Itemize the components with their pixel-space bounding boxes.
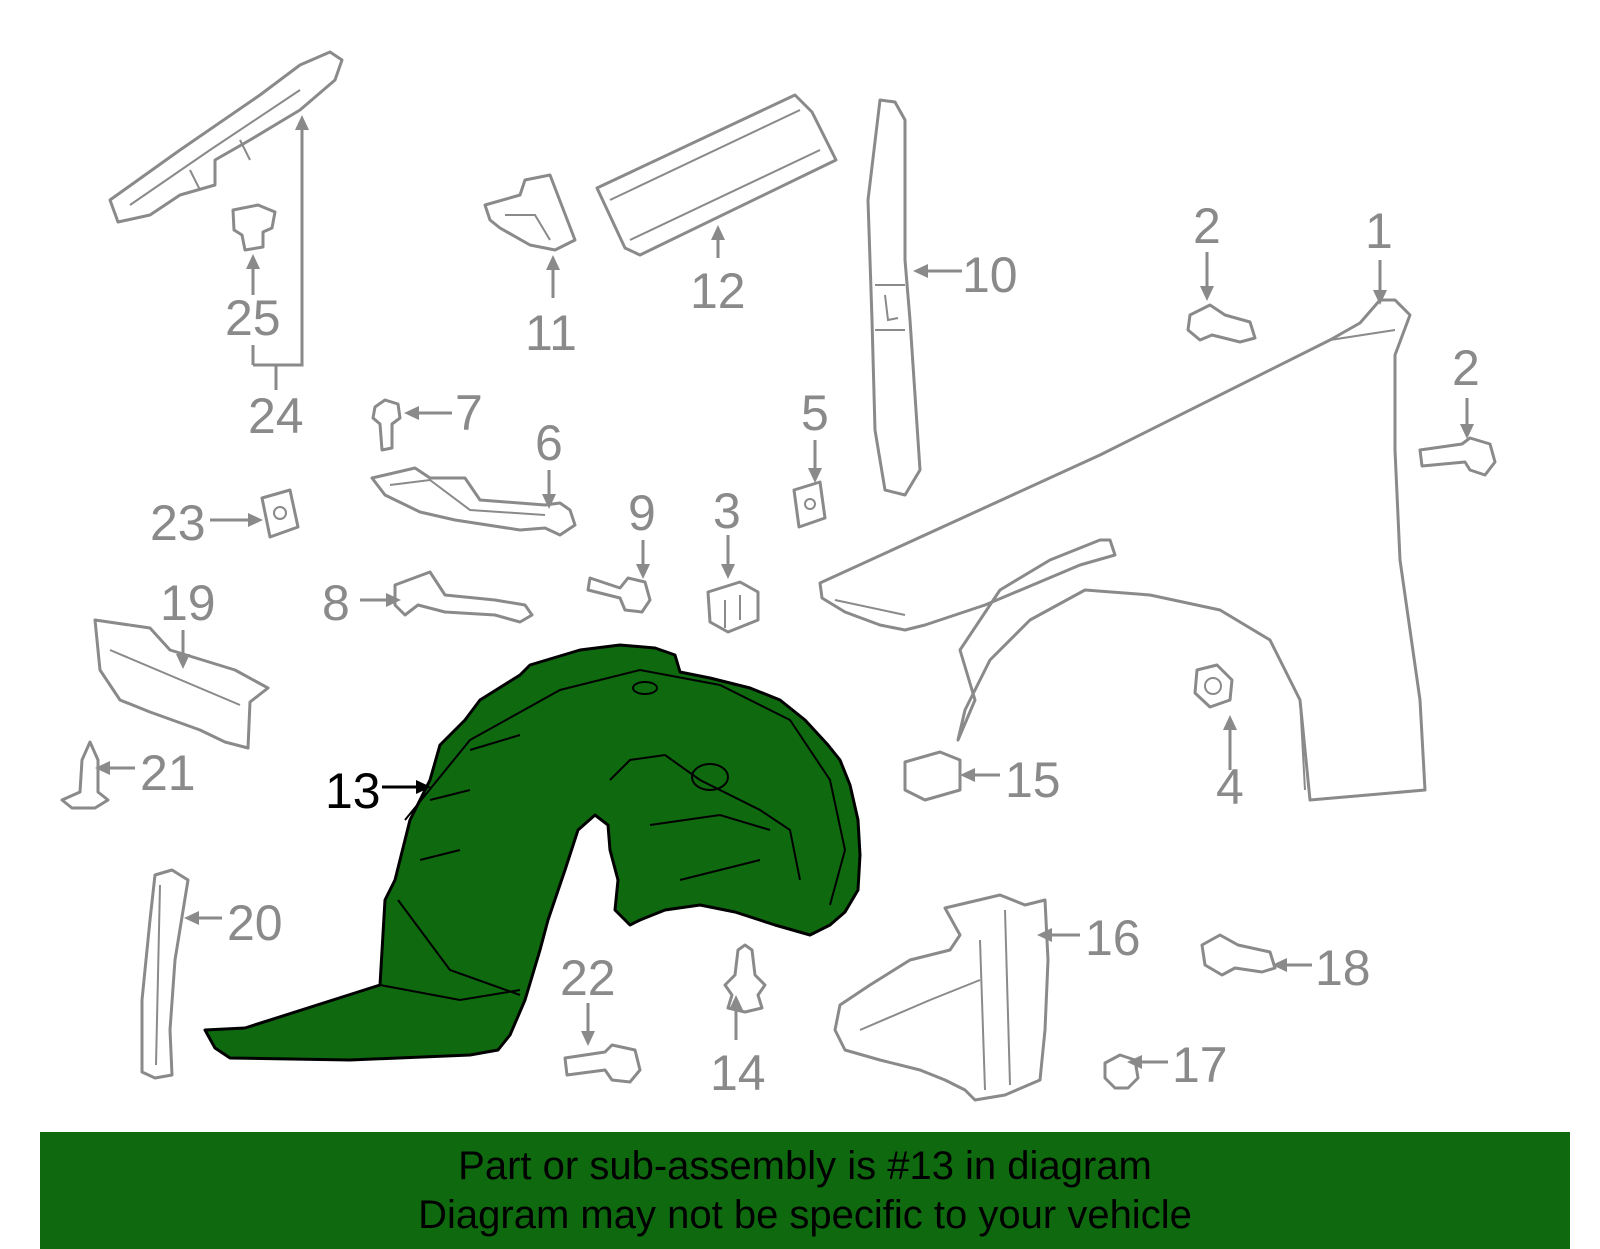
callout-9: 9 — [628, 485, 656, 541]
part-8-bracket — [393, 570, 534, 624]
callout-25: 25 — [225, 290, 281, 346]
part-15-clip — [903, 750, 962, 802]
part-24-rail — [108, 50, 344, 224]
part-22-bolt — [563, 1043, 642, 1084]
callout-7: 7 — [455, 385, 483, 441]
callout-18: 18 — [1315, 940, 1371, 996]
part-23-nut-plate — [260, 488, 300, 539]
banner-line-2: Diagram may not be specific to your vehi… — [418, 1192, 1192, 1237]
part-16-splash-shield — [833, 893, 1050, 1102]
callout-23: 23 — [150, 495, 206, 551]
callout-3: 3 — [713, 483, 741, 539]
callout-2-right: 2 — [1452, 340, 1480, 396]
part-11-bracket — [483, 173, 577, 252]
part-1-fender — [818, 298, 1427, 802]
callout-15: 15 — [1005, 752, 1061, 808]
callout-19: 19 — [160, 575, 216, 631]
callout-16: 16 — [1085, 910, 1141, 966]
part-2-bolt-right — [1418, 436, 1497, 477]
callout-10: 10 — [962, 247, 1018, 303]
leader-13 — [382, 780, 431, 794]
part-21-push-pin — [60, 740, 110, 810]
callout-4: 4 — [1216, 759, 1244, 815]
part-7-bolt — [371, 398, 402, 452]
callout-8: 8 — [322, 575, 350, 631]
callout-12: 12 — [690, 263, 746, 319]
part-19-bumper-bracket — [93, 618, 270, 750]
part-4-nut — [1193, 663, 1234, 709]
callout-17: 17 — [1172, 1037, 1228, 1093]
callout-20: 20 — [227, 895, 283, 951]
part-10-pillar-seal — [866, 98, 922, 497]
callout-labels: 1 2 2 3 4 5 6 7 8 9 10 11 12 13 14 15 16… — [140, 198, 1480, 1101]
callout-24: 24 — [248, 388, 304, 444]
callout-5: 5 — [801, 385, 829, 441]
callout-21: 21 — [140, 745, 196, 801]
part-9-bolt — [586, 576, 652, 614]
callout-11: 11 — [525, 305, 577, 361]
callout-13: 13 — [325, 763, 381, 819]
part-14-push-pin — [723, 943, 767, 1014]
callout-22: 22 — [560, 950, 616, 1006]
part-20-seal-strip — [140, 868, 190, 1080]
callout-2-upper: 2 — [1193, 198, 1221, 254]
part-6-hinge-bracket — [370, 466, 577, 537]
part-2-bolt-upper — [1186, 303, 1257, 344]
part-18-bolt — [1200, 933, 1277, 977]
leaders — [95, 115, 1474, 1069]
callout-6: 6 — [535, 415, 563, 471]
part-25-clip — [231, 203, 277, 252]
callout-1: 1 — [1365, 203, 1393, 259]
part-5-nut-plate — [792, 480, 827, 529]
part-12-seal — [595, 93, 838, 257]
banner-line-1: Part or sub-assembly is #13 in diagram — [458, 1143, 1152, 1188]
part-13-wheelhouse-liner — [203, 643, 862, 1062]
callout-14: 14 — [710, 1045, 766, 1101]
part-3-clip — [706, 580, 760, 634]
info-banner: Part or sub-assembly is #13 in diagram D… — [40, 1132, 1570, 1249]
